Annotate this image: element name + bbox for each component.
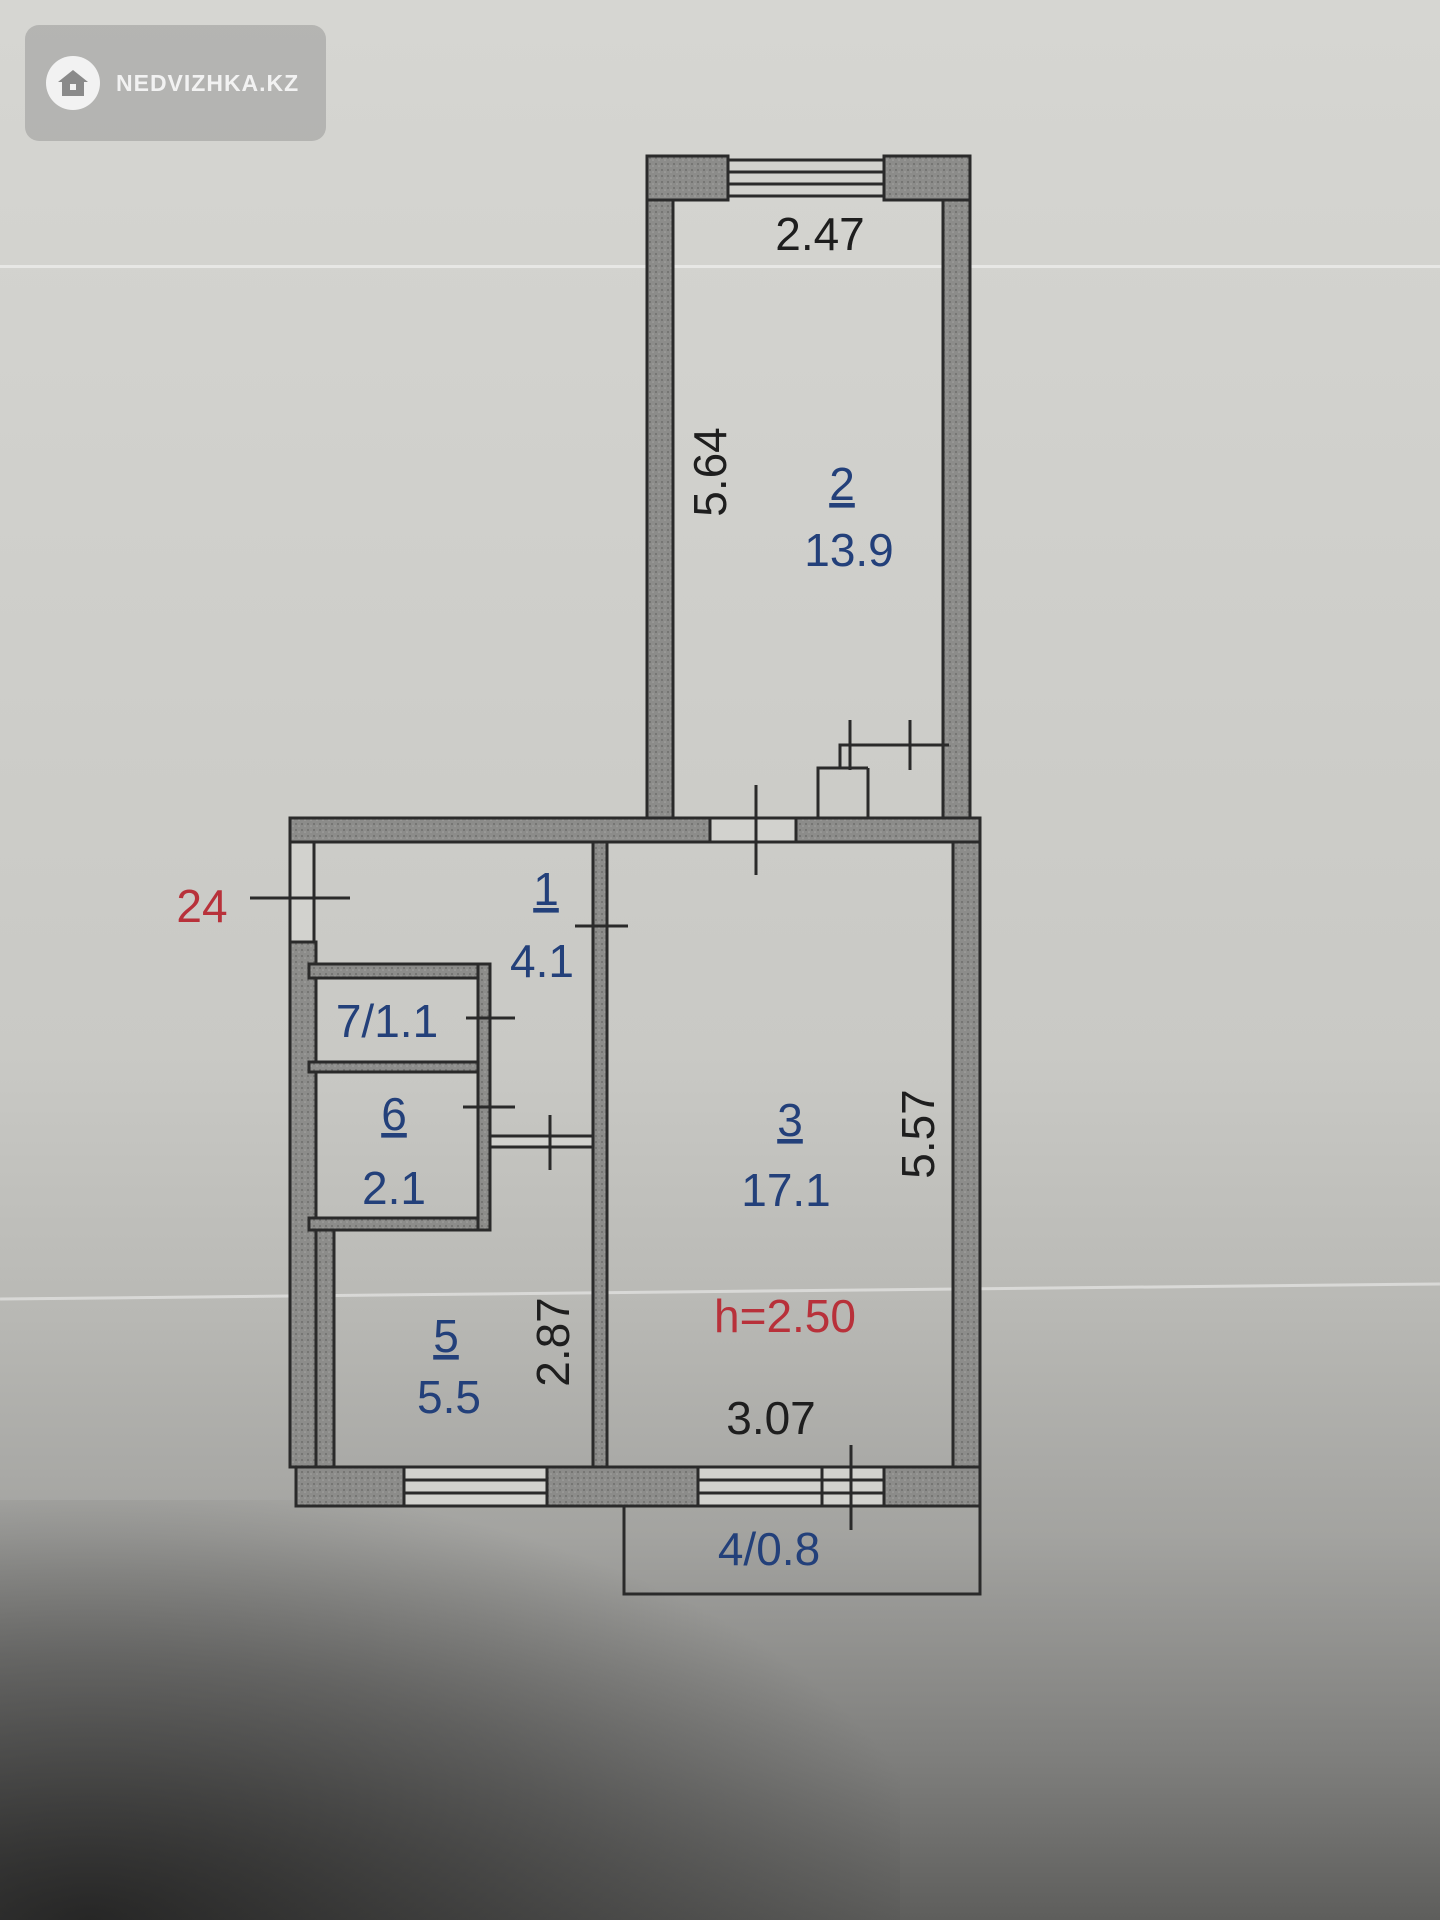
room3-number: 3 (777, 1094, 803, 1146)
room2-number: 2 (829, 458, 855, 510)
wall (794, 816, 982, 844)
door-markers (250, 720, 912, 1530)
wall (941, 154, 972, 820)
room3-width-dimension: 3.07 (726, 1392, 816, 1444)
wall (645, 154, 730, 202)
partition (476, 962, 492, 1232)
window (726, 158, 886, 198)
shadow (0, 1500, 900, 1920)
wall (951, 840, 982, 1469)
house-icon (46, 56, 100, 110)
window (402, 1465, 549, 1508)
doorway (708, 816, 798, 844)
entrance-door (288, 840, 316, 944)
room3-area: 17.1 (741, 1164, 831, 1216)
room5-number: 5 (433, 1310, 459, 1362)
room1-number: 1 (533, 863, 559, 915)
door (488, 1134, 595, 1149)
room6-area: 2.1 (362, 1162, 426, 1214)
partition (591, 840, 609, 1469)
watermark-text: NEDVIZHKA.KZ (116, 69, 300, 96)
wall (545, 1465, 700, 1508)
balcony-door-window (696, 1465, 886, 1508)
room2-length-dimension: 5.64 (684, 427, 736, 517)
partition (307, 962, 492, 980)
room1-area: 4.1 (510, 935, 574, 987)
wall (288, 940, 318, 1469)
wall (882, 1465, 982, 1508)
balcony-outline (622, 1506, 982, 1596)
room6-number: 6 (381, 1088, 407, 1140)
room3-length-dimension: 5.57 (892, 1089, 944, 1179)
room5-length-dimension: 2.87 (527, 1297, 579, 1387)
paper-crease (0, 265, 1440, 268)
ceiling-height: h=2.50 (714, 1290, 856, 1342)
room2-area: 13.9 (804, 524, 894, 576)
partition (307, 1216, 492, 1232)
room7-label: 7/1.1 (336, 995, 438, 1047)
wall (882, 154, 972, 202)
built-in-fixture (816, 743, 949, 818)
balcony-label: 4/0.8 (718, 1523, 820, 1575)
wall (314, 1226, 336, 1469)
watermark-logo: NEDVIZHKA.KZ (25, 25, 326, 141)
partition (307, 1060, 492, 1074)
room2-width-dimension: 2.47 (775, 208, 865, 260)
wall (645, 154, 675, 820)
room5-area: 5.5 (417, 1371, 481, 1423)
entrance-marker: 24 (176, 880, 227, 932)
wall (288, 816, 712, 844)
wall (294, 1465, 406, 1508)
